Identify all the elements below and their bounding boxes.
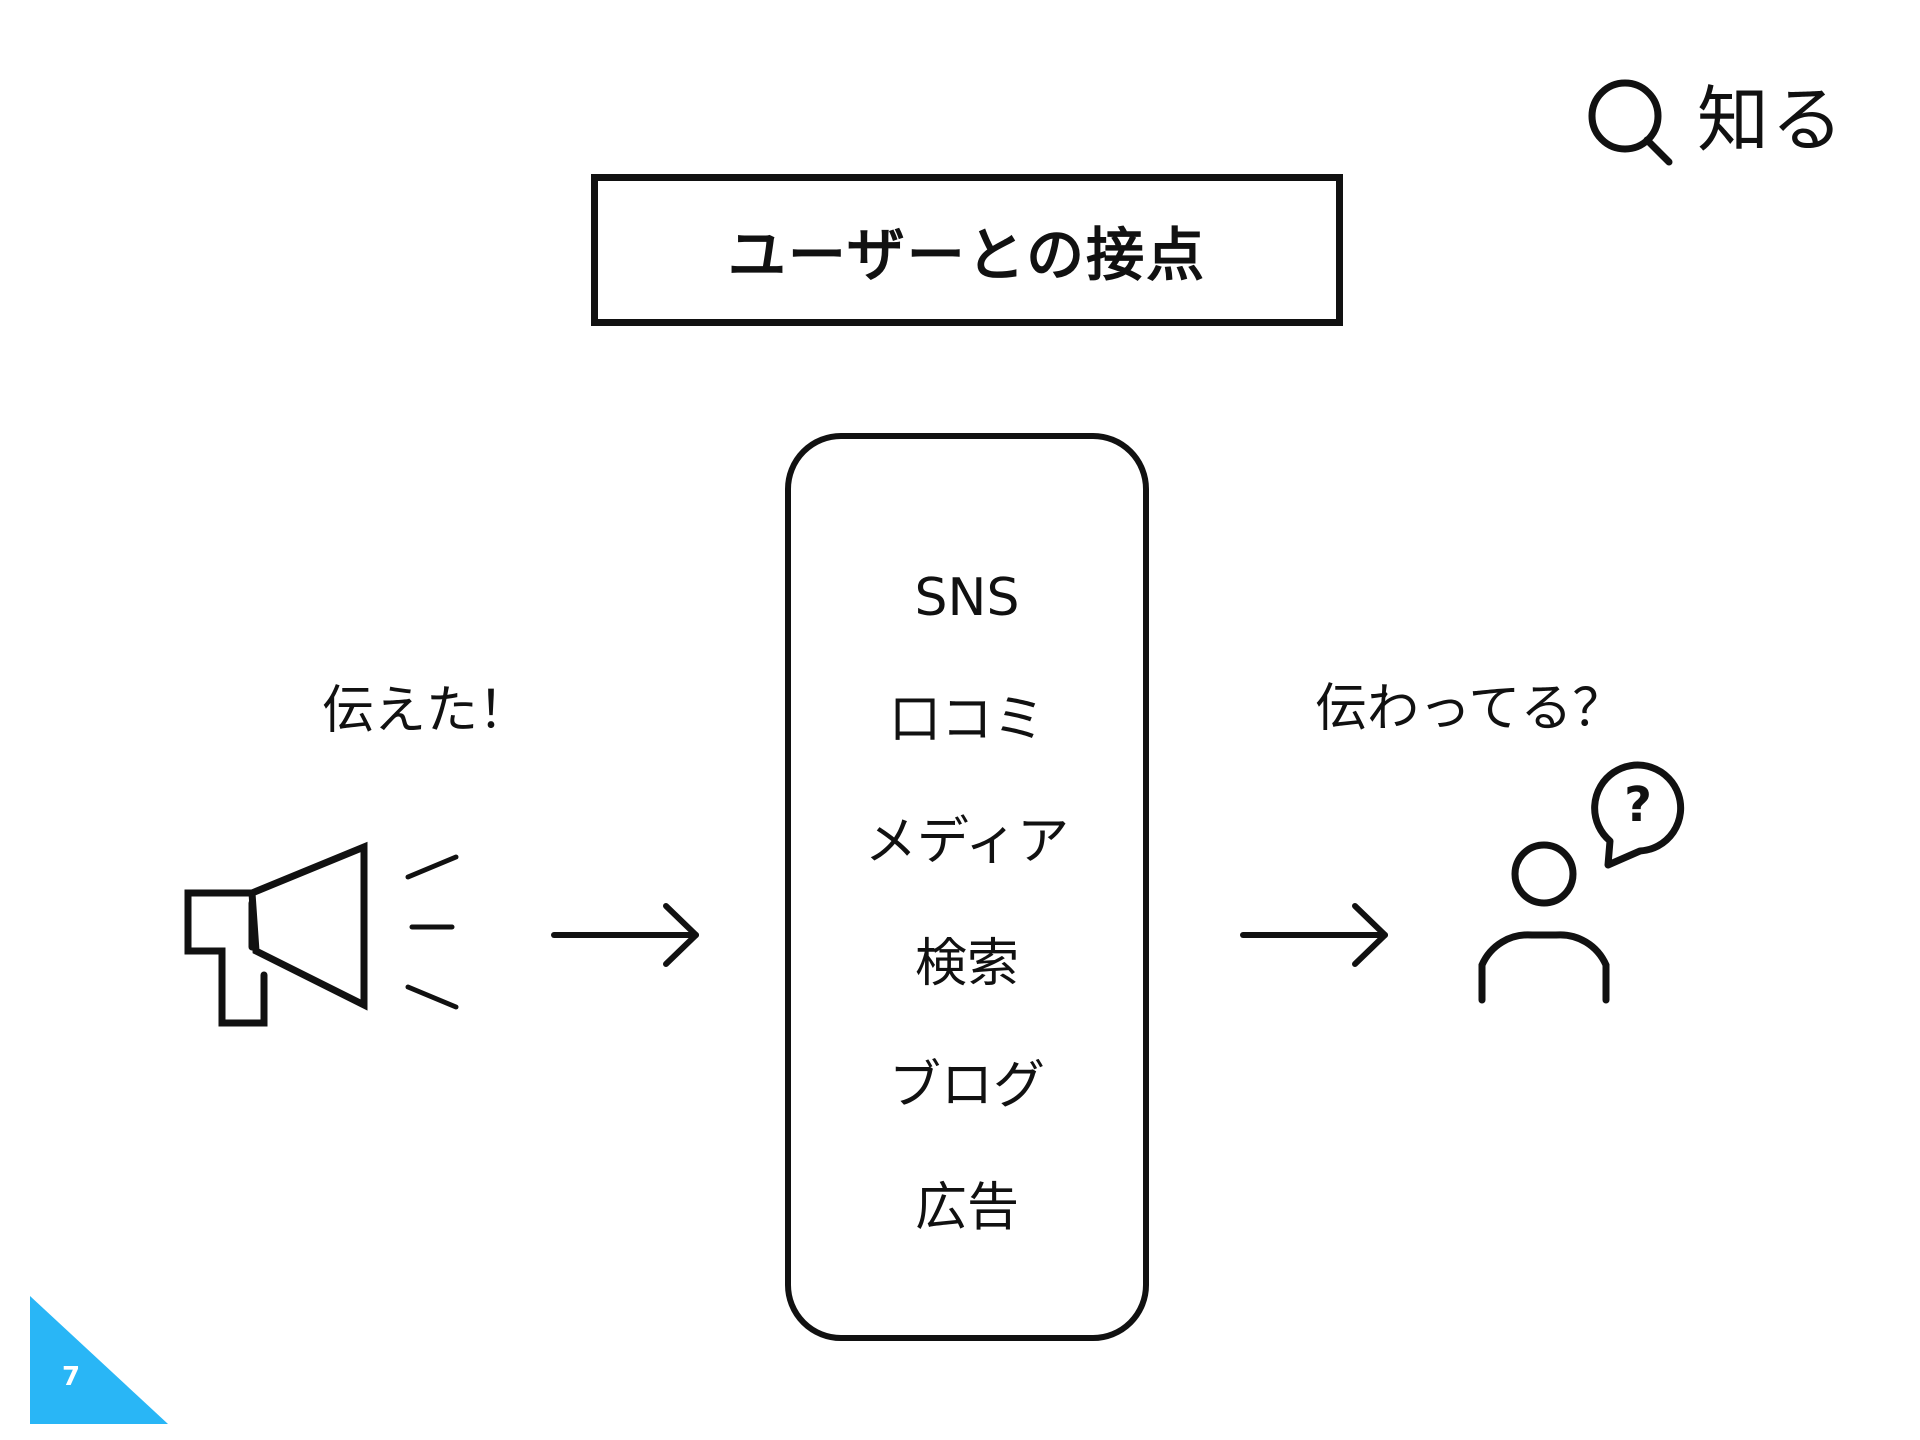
channel-item-search: 検索 — [914, 934, 1019, 994]
page-corner-triangle — [30, 1296, 168, 1424]
channels-box: SNS 口コミ メディア 検索 ブログ 広告 — [785, 433, 1149, 1341]
section-tag: 知る — [1585, 70, 1845, 170]
channel-item-media: メディア — [864, 812, 1070, 872]
diagram-title: ユーザーとの接点 — [727, 221, 1207, 289]
megaphone-icon — [184, 841, 459, 1027]
title-box: ユーザーとの接点 — [591, 174, 1343, 326]
arrow-right-icon — [1240, 903, 1388, 967]
bubble-question-mark: ? — [1624, 777, 1652, 833]
sender-label: 伝えた！ — [322, 681, 531, 741]
page-number: 7 — [62, 1362, 81, 1392]
channel-item-sns: SNS — [914, 568, 1020, 628]
arrow-right-icon — [551, 903, 699, 967]
section-label: 知る — [1697, 78, 1846, 162]
channel-item-blog: ブログ — [888, 1056, 1045, 1116]
person-question-icon — [1478, 761, 1685, 1004]
channel-item-word-of-mouth: 口コミ — [888, 690, 1045, 750]
channel-item-ads: 広告 — [914, 1178, 1019, 1238]
search-icon — [1588, 79, 1673, 166]
receiver-label: 伝わってる？ — [1315, 679, 1625, 739]
